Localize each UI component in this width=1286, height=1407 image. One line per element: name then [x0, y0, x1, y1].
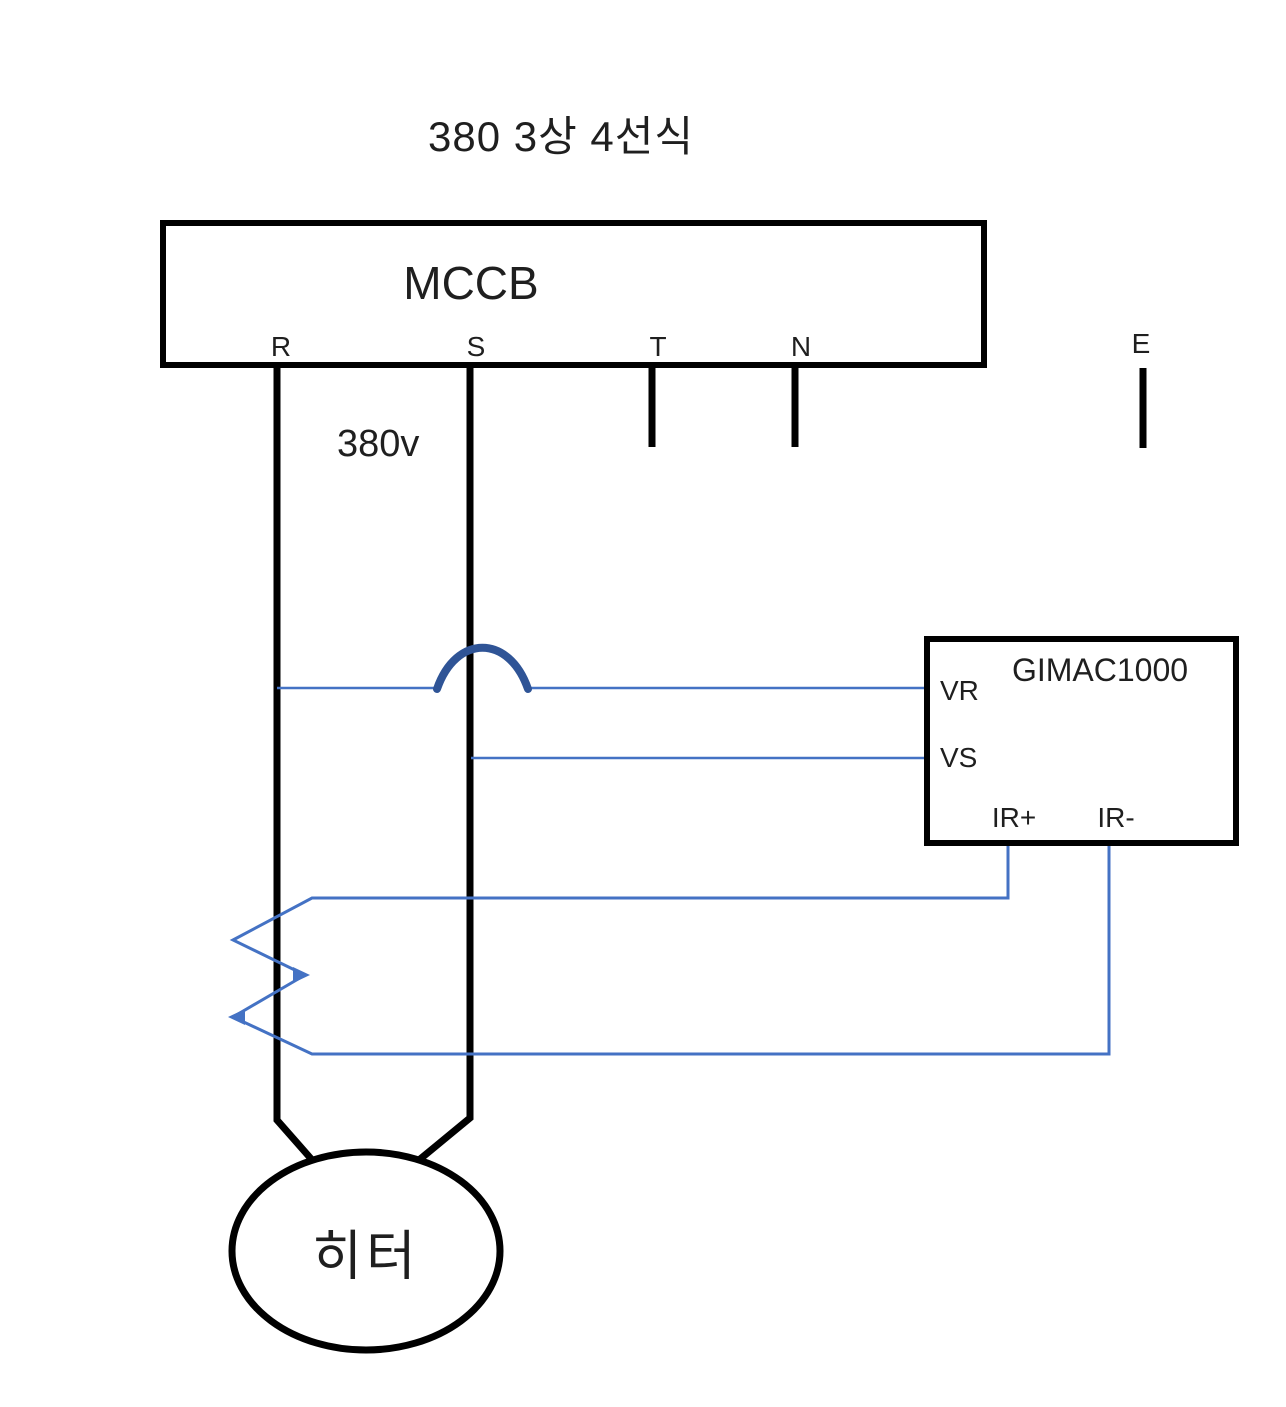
gimac-terminal-ir-plus: IR+: [991, 802, 1037, 833]
heater-label: 히터: [312, 1226, 420, 1287]
gimac-terminal-ir-minus: IR-: [1097, 802, 1135, 833]
mccb-terminal-r: R: [270, 331, 292, 362]
gimac-meter-box: GIMAC1000 VR VS IR+ IR-: [924, 636, 1239, 846]
gimac-label: GIMAC1000: [1011, 652, 1189, 688]
diagram-title: 380 3상 4선식: [428, 113, 695, 160]
earth-terminal-label: E: [1131, 328, 1151, 359]
gimac-terminal-vs: VS: [940, 742, 978, 773]
gimac-terminal-vr: VR: [940, 675, 979, 706]
ct-arrow-right-icon: [293, 967, 310, 983]
mccb-terminal-t: T: [649, 331, 667, 362]
wire-ir-plus: [229, 845, 1010, 977]
conductor-r-phase: [273, 365, 316, 1164]
wire-jump-arc: [433, 643, 532, 693]
wire-ir-minus: [229, 845, 1111, 1056]
mccb-terminal-n: N: [790, 331, 812, 362]
ct-arrow-left-icon: [228, 1009, 245, 1025]
mccb-box: MCCB R S T N: [160, 220, 987, 368]
heater-ellipse: [228, 1148, 504, 1354]
mccb-terminal-s: S: [466, 331, 486, 362]
conductor-s-phase: [416, 365, 474, 1163]
mccb-label: MCCB: [403, 257, 539, 309]
voltage-label: 380v: [337, 423, 420, 465]
